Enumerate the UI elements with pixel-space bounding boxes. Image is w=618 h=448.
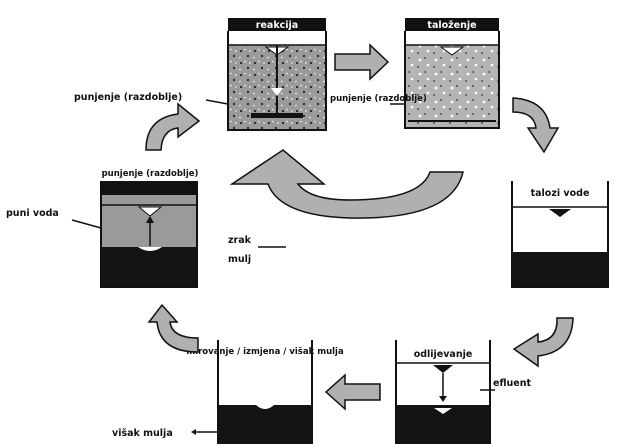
- tank-react-wall: [227, 31, 327, 131]
- tank-fill-title: punjenje (razdoblje): [102, 169, 199, 179]
- water-level-icon: [433, 365, 453, 373]
- fill-level-label: puni voda: [6, 208, 59, 219]
- arrow-right-icon: [334, 43, 390, 81]
- recycle-arrow-icon: [229, 149, 464, 219]
- water-level-icon: [549, 209, 571, 217]
- tank-fill-sludge: [102, 247, 196, 287]
- tank-idle-title-text: mirovanje / izmjena / višak mulja: [186, 346, 344, 357]
- mid-note: zrak mulj: [228, 235, 286, 265]
- water-level-icon: [137, 206, 163, 217]
- tank-idle: mirovanje / izmjena / višak mulja višak …: [112, 340, 344, 444]
- arrow-left-icon: [191, 429, 196, 435]
- tank-settle-title-bg: [405, 18, 499, 31]
- tank-draw-title: odlijevanje: [414, 349, 473, 360]
- water-level-icon: [434, 408, 452, 414]
- tank-react-title-bg: [228, 18, 326, 31]
- react-side-pointer: [205, 99, 229, 105]
- tank-decant-title: talozi vode: [531, 188, 590, 199]
- mid-note-line2: mulj: [228, 254, 251, 265]
- tank-fill-header: [101, 181, 197, 195]
- curved-arrow-down-icon: [512, 97, 560, 154]
- tank-fill-wall: [100, 181, 198, 288]
- tank-idle-sludge: [219, 405, 311, 442]
- mixer-blade-icon: [271, 88, 283, 96]
- arrow-up-icon: [146, 216, 154, 223]
- tank-react: reakcija: [227, 18, 327, 131]
- tank-idle-title: mirovanje / izmjena / višak mulja: [186, 346, 344, 357]
- sludge-surface-icon: [138, 247, 162, 251]
- tank-settle-liquor: [405, 45, 499, 128]
- arrow-left-icon: [324, 373, 381, 411]
- curved-arrow-left-icon: [512, 317, 574, 368]
- effluent-label: efluent: [493, 378, 531, 389]
- arrow-down-icon: [439, 396, 447, 402]
- tank-fill: punjenje (razdoblje) puni voda: [6, 169, 199, 288]
- settle-side-label: punjenje (razdoblje): [330, 94, 427, 104]
- tank-settle: taloženje: [404, 18, 500, 129]
- sludge-surface-icon: [256, 405, 274, 409]
- cycle-arrows: [145, 43, 574, 411]
- tank-decant-wall: [511, 181, 609, 288]
- waste-sludge-label: višak mulja: [112, 428, 173, 439]
- tank-decant: talozi vode: [511, 181, 609, 288]
- tank-settle-title: taloženje: [427, 20, 476, 31]
- react-side-label: punjenje (razdoblje): [74, 92, 182, 103]
- tank-draw: odlijevanje efluent: [395, 340, 531, 444]
- aerator-bar: [251, 113, 303, 118]
- fill-level-pointer: [71, 219, 102, 229]
- tank-react-title: reakcija: [256, 20, 298, 31]
- tank-settle-wall: [404, 31, 500, 129]
- curved-arrow-right-icon: [145, 102, 201, 151]
- water-level-icon: [439, 46, 465, 56]
- tank-idle-wall: [217, 340, 313, 444]
- tank-draw-wall: [395, 340, 491, 444]
- curved-arrow-up-icon: [147, 303, 199, 353]
- tank-decant-sludge: [513, 252, 607, 286]
- mid-note-line1: zrak: [228, 235, 252, 246]
